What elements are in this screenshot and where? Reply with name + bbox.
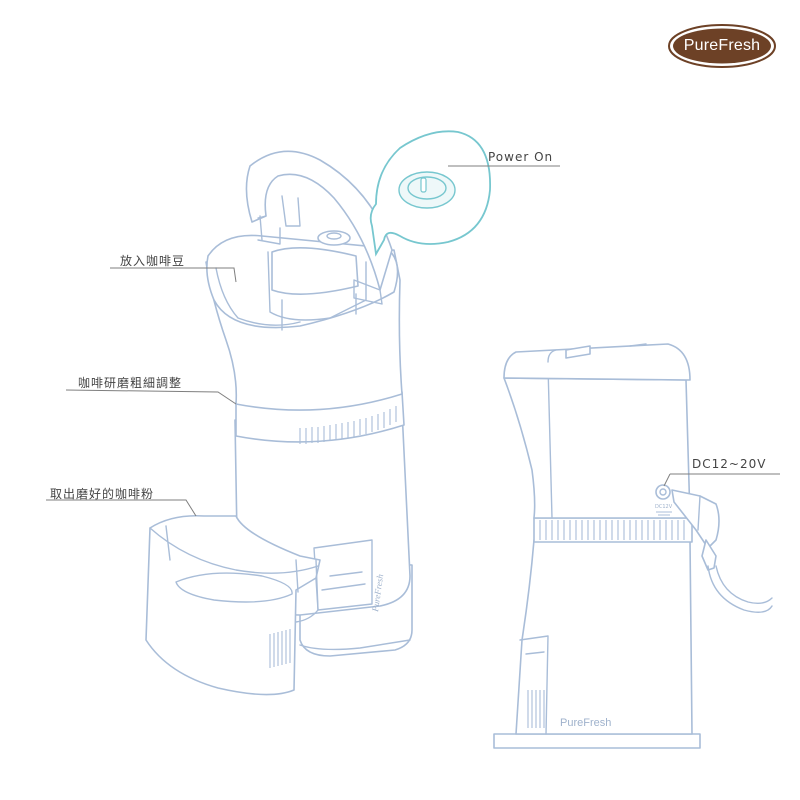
leader-lines [46, 165, 780, 517]
label-take-powder: 取出磨好的咖啡粉 [50, 487, 155, 501]
power-callout [369, 130, 491, 257]
label-grind-adjust: 咖啡研磨粗細調整 [78, 376, 183, 390]
brand-logo-text: PureFresh [683, 37, 761, 54]
label-power-on: Power On [488, 150, 554, 164]
grinder-side-view: DC12V PureFresh [493, 343, 773, 749]
drawer-grip-ridges [269, 629, 291, 668]
svg-text:DC12V: DC12V [655, 504, 673, 510]
label-add-beans: 放入咖啡豆 [120, 254, 186, 268]
label-dc-input: DC12~20V [692, 457, 767, 471]
side-ring-ticks [539, 520, 685, 540]
brand-logo: PureFresh [667, 23, 777, 69]
product-brand-text: PureFresh [560, 717, 611, 729]
logo-oval-icon [668, 24, 776, 68]
grounds-drawer [145, 514, 321, 696]
side-grip-ridges [527, 690, 545, 728]
grind-ring-ticks [299, 406, 397, 444]
